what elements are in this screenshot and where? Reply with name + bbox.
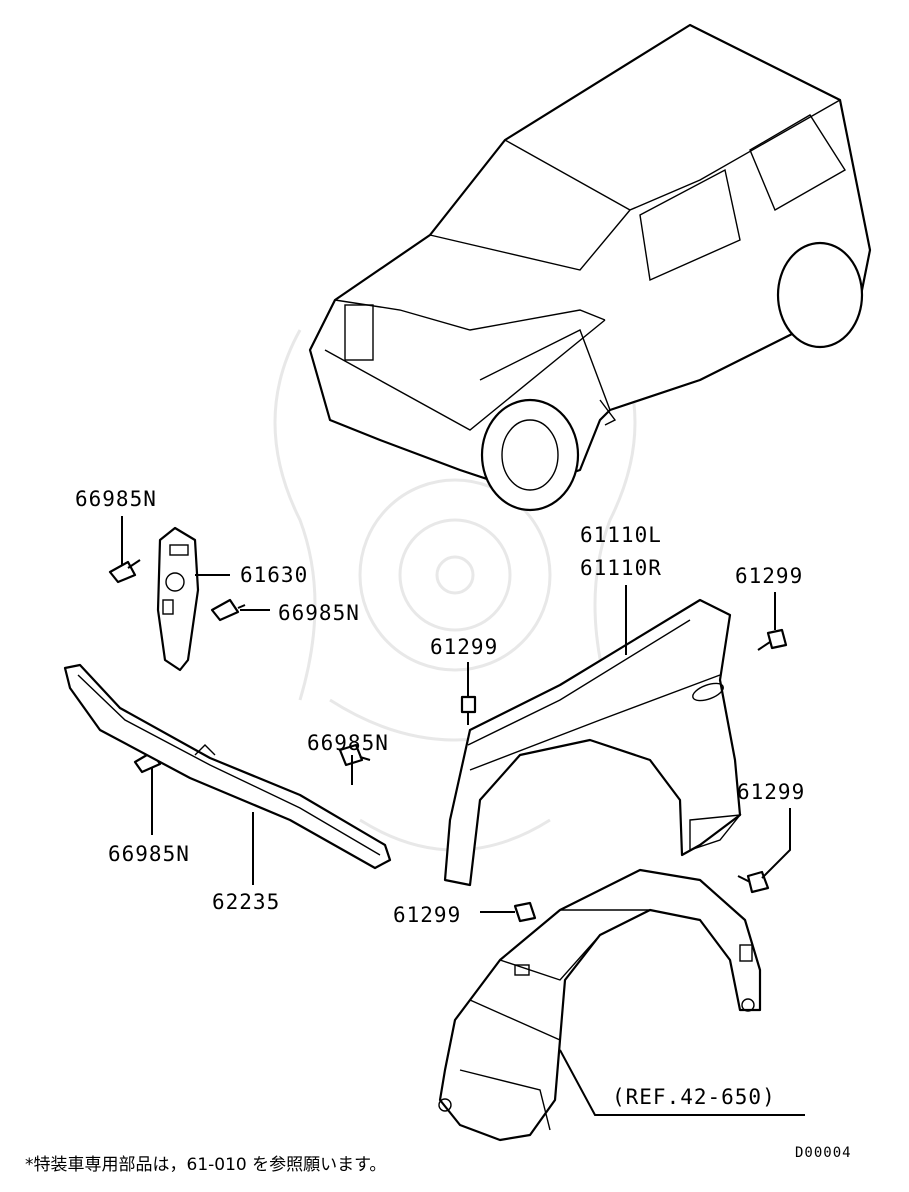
label-66985n-d: 66985N: [108, 842, 190, 866]
label-66985n-b: 66985N: [278, 601, 360, 625]
label-ref: (REF.42-650): [612, 1085, 776, 1109]
label-61299-a: 61299: [735, 564, 803, 588]
bolt-61299-b: [757, 628, 788, 651]
label-66985n-c: 66985N: [307, 731, 389, 755]
garnish-62235: [63, 663, 392, 870]
label-61630: 61630: [240, 563, 308, 587]
footnote: *特装車専用部品は，61-010 を参照願います。: [25, 1155, 386, 1175]
bolt-61299-a: [460, 695, 477, 725]
label-61299-d: 61299: [393, 903, 461, 927]
splash-shield: [438, 868, 762, 1142]
leader-lines: [121, 516, 805, 1116]
part-labels: 66985N 61630 66985N 61110L 61110R 61299 …: [75, 487, 805, 1109]
label-61299-c: 61299: [737, 780, 805, 804]
fender-61110: [443, 598, 742, 887]
bolt-66985n-b: [210, 598, 246, 622]
label-66985n-a: 66985N: [75, 487, 157, 511]
label-61110r: 61110R: [580, 556, 662, 580]
bracket-61630: [156, 526, 200, 672]
label-62235: 62235: [212, 890, 280, 914]
bolt-66985n-a: [108, 559, 141, 584]
diagram-code: D00004: [795, 1145, 852, 1161]
bolt-61299-c: [737, 870, 770, 894]
label-61299-b: 61299: [430, 635, 498, 659]
vehicle-illustration: [308, 23, 872, 512]
label-61110l: 61110L: [580, 523, 662, 547]
